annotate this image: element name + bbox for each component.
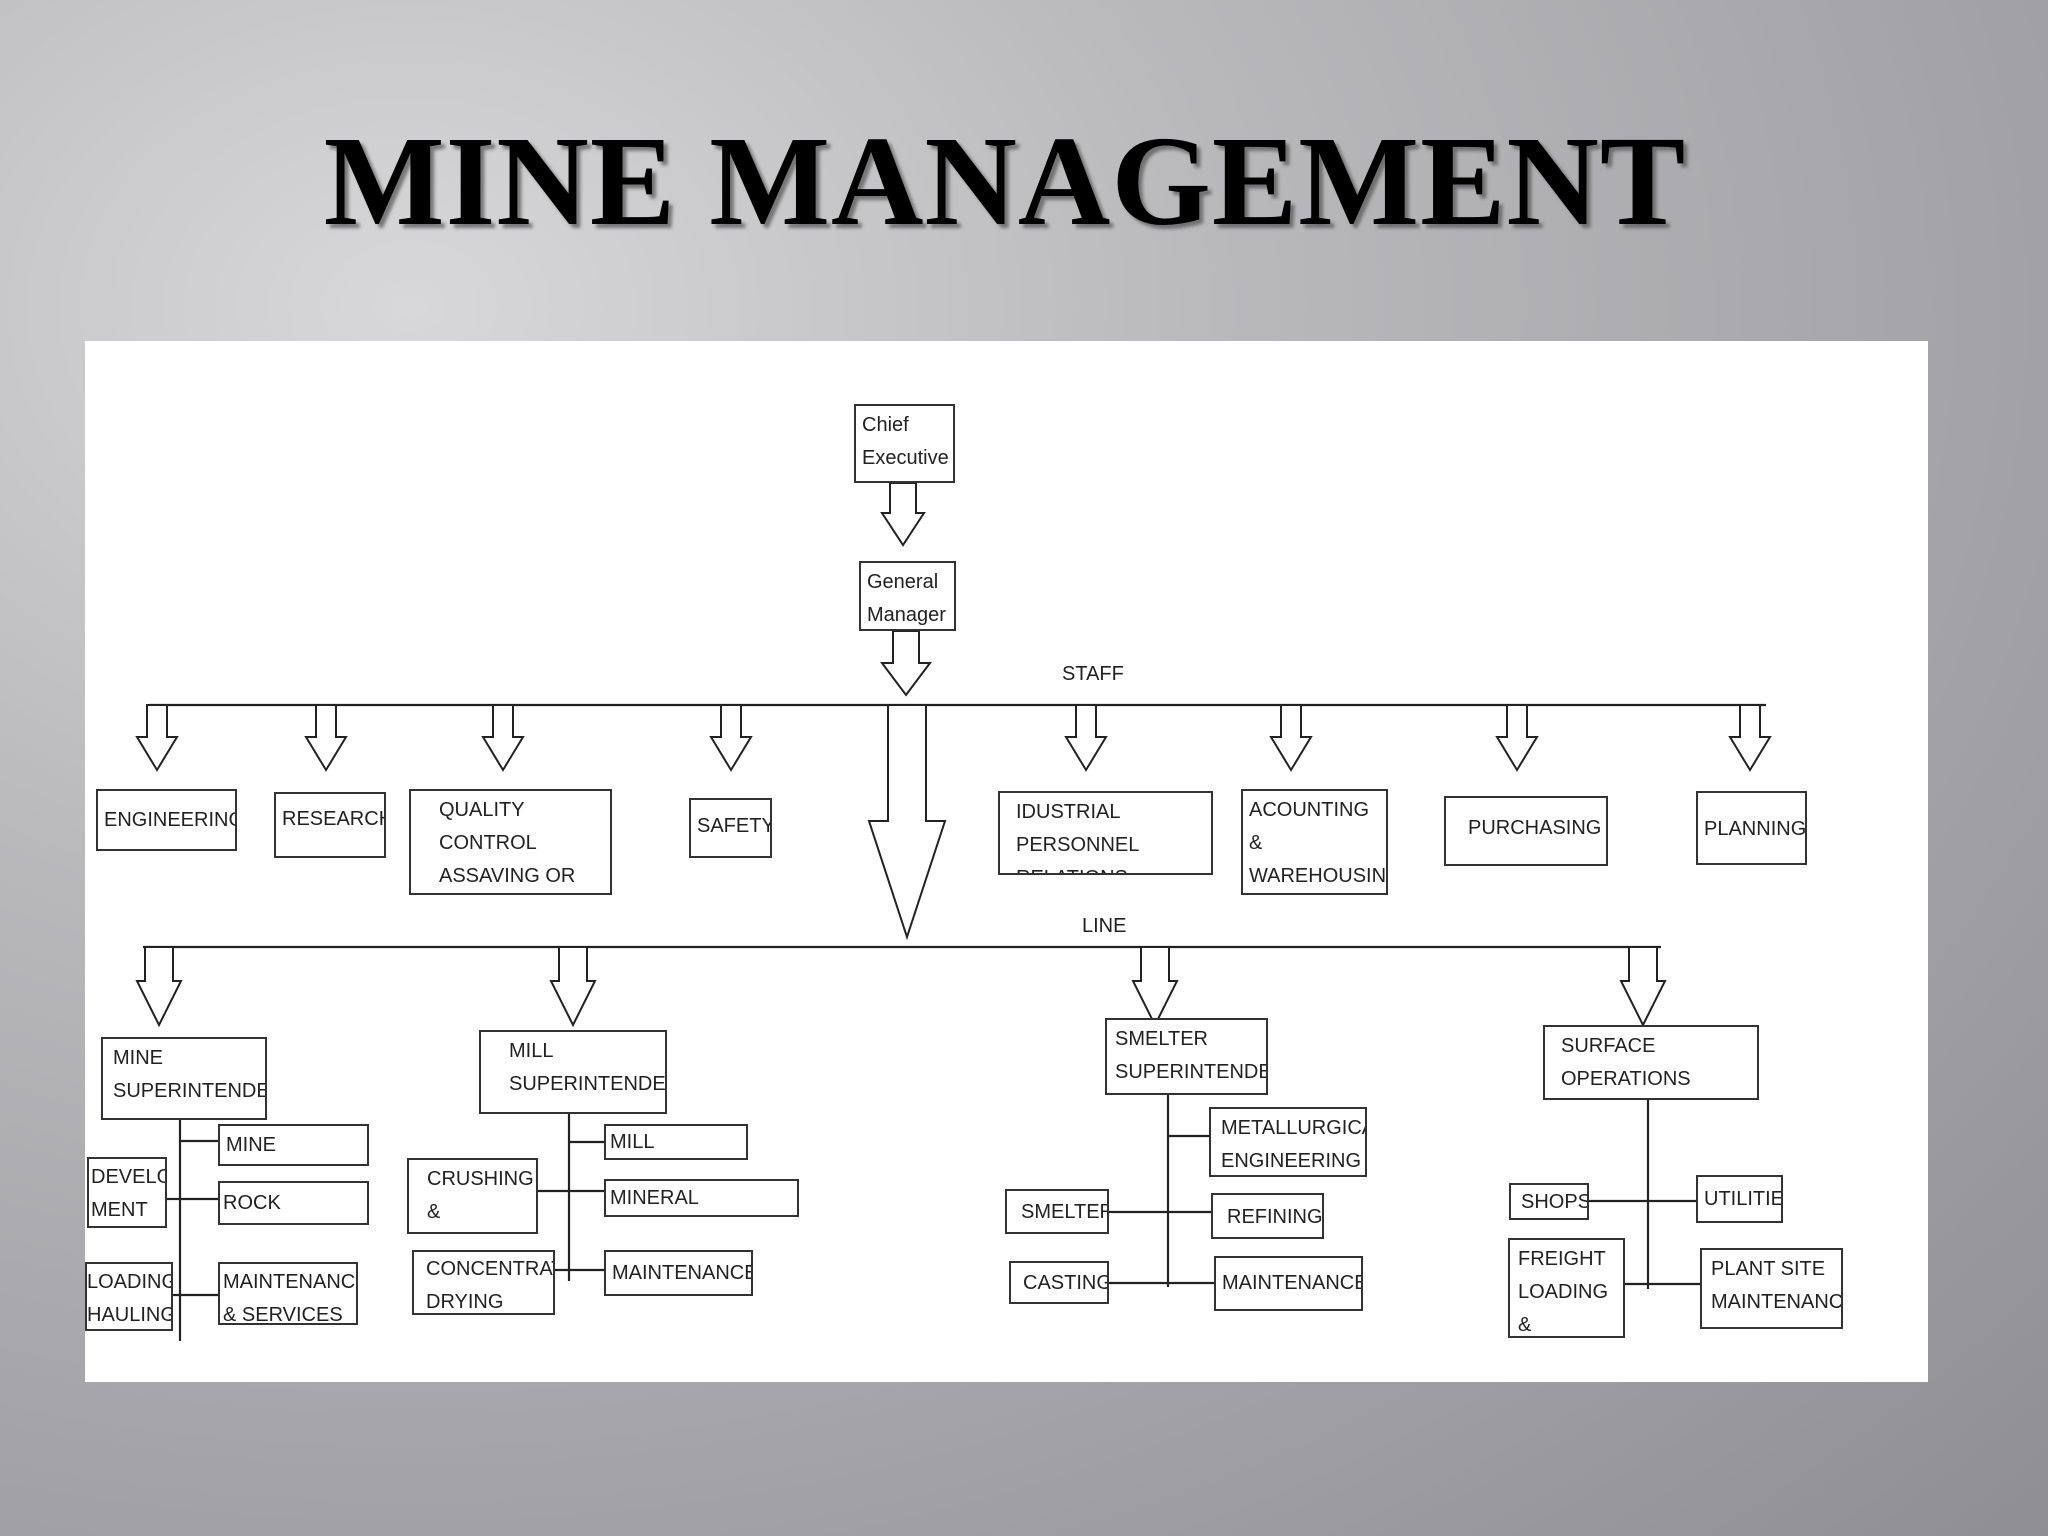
mill-superintendent-box: MILL SUPERINTENDENT — [479, 1030, 667, 1114]
staff-arrow — [1728, 704, 1772, 772]
mill-engineer-box: MILL ENGINEER — [604, 1124, 748, 1160]
industrial-personnel-box: IDUSTRIAL PERSONNEL RELATIONS — [998, 791, 1213, 875]
mill-maintenance-box: MAINTENANCE — [604, 1250, 753, 1296]
chief-executive-box: Chief Executive — [854, 404, 955, 483]
research-box: RESEARCH — [274, 792, 386, 858]
smelter-superintendent-box: SMELTER SUPERINTENDENT — [1105, 1018, 1268, 1095]
staff-arrow — [135, 704, 179, 772]
concentrate-drying-box: CONCENTRATE DRYING — [412, 1250, 555, 1315]
freight-loading-box: FREIGHT LOADING & UNLOADING — [1508, 1238, 1625, 1338]
gm-to-staff-arrow — [880, 630, 932, 697]
shops-box: SHOPS — [1509, 1183, 1589, 1220]
mine-engineer-box: MINE ENGINEER — [218, 1124, 369, 1166]
line-arrow — [1619, 946, 1667, 1028]
plant-site-maintenance-box: PLANT SITE MAINTENANCE — [1700, 1248, 1843, 1329]
staff-arrow — [1495, 704, 1539, 772]
general-manager-box: General Manager — [859, 561, 956, 631]
quality-control-box: QUALITY CONTROL ASSAVING OR CHEMISTRTY — [409, 789, 612, 895]
engineering-box: ENGINEERING — [96, 789, 237, 851]
casting-box: CASTING — [1009, 1261, 1109, 1304]
smelter-box: SMELTER — [1005, 1189, 1109, 1234]
refining-box: REFINING — [1211, 1193, 1324, 1239]
staff-arrow — [709, 704, 753, 772]
utilities-box: UTILITIES — [1696, 1175, 1783, 1223]
safety-box: SAFETY — [689, 798, 772, 858]
staff-arrow — [304, 704, 348, 772]
smelter-maintenance-box: MAINTENANCE — [1214, 1256, 1363, 1311]
metallurgical-engineering-box: METALLURGICAL ENGINEERING — [1209, 1107, 1367, 1177]
crushing-grinding-box: CRUSHING & GRINDING — [407, 1158, 538, 1234]
staff-label: STAFF — [1062, 663, 1124, 685]
development-box: DEVELOP MENT — [87, 1157, 167, 1228]
page-title: MINE MANAGEMENT — [323, 110, 1687, 252]
connector-lines — [135, 482, 1772, 1341]
line-arrow — [549, 946, 597, 1028]
planning-box: PLANNING — [1696, 791, 1807, 865]
staff-to-line-arrow — [867, 704, 947, 941]
accounting-box: ACOUNTING & WAREHOUSING — [1241, 789, 1388, 895]
line-arrow — [135, 946, 183, 1028]
staff-arrow — [1064, 704, 1108, 772]
rock-breaking-box: ROCK BREAKING — [218, 1181, 369, 1225]
line-label: LINE — [1082, 915, 1127, 937]
surface-operations-box: SURFACE OPERATIONS & MAINTENANCE — [1543, 1025, 1759, 1100]
staff-arrow — [1269, 704, 1313, 772]
loading-hauling-box: LOADING& HAULING — [85, 1262, 173, 1331]
org-chart: STAFF LINE Chief Executive General Manag… — [85, 341, 1928, 1382]
line-arrow — [1131, 946, 1179, 1028]
maintenance-services-box: MAINTENANCE & SERVICES — [218, 1262, 358, 1325]
purchasing-box: PURCHASING — [1444, 796, 1608, 866]
chief-to-gm-arrow — [880, 482, 926, 547]
mineral-separation-box: MINERAL SEPARATION — [604, 1179, 799, 1217]
mine-superintendent-box: MINE SUPERINTENDENT — [101, 1037, 267, 1120]
staff-arrow — [481, 704, 525, 772]
